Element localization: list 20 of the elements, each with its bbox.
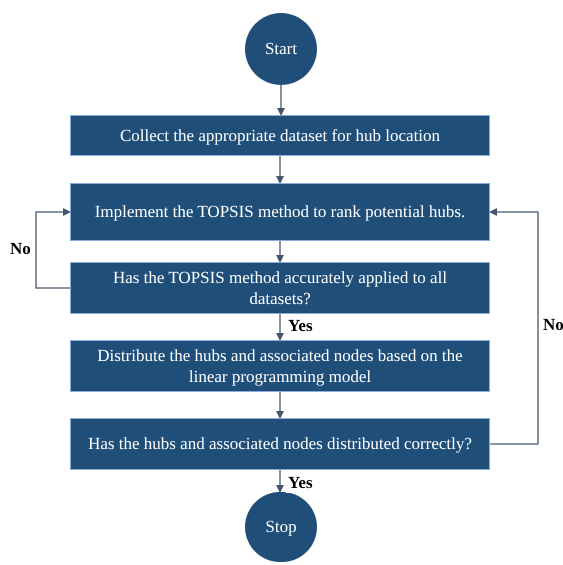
node-text: Collect the appropriate dataset for hub location — [120, 124, 440, 146]
arrow — [489, 208, 539, 445]
arrow — [276, 241, 284, 263]
process-box — [70, 340, 490, 392]
node-text: Start — [264, 38, 298, 60]
arrow — [276, 156, 284, 184]
arrow — [35, 208, 71, 289]
node-text: Distribute the hubs and associated nodes based on the linear programming model — [96, 344, 464, 388]
process-box — [70, 262, 490, 314]
arrow — [276, 314, 284, 341]
node-text: Has the TOPSIS method accurately applied to all datasets? — [112, 266, 448, 310]
arrow — [277, 85, 285, 116]
process-box — [70, 418, 490, 470]
node-text: Implement the TOPSIS method to rank potential hubs. — [94, 201, 466, 223]
process-box — [70, 183, 490, 241]
arrow — [276, 392, 284, 419]
process-box — [70, 115, 490, 156]
node-text: Has the hubs and associated nodes distributed correctly? — [88, 433, 472, 455]
arrow — [276, 470, 284, 493]
node-text: Stop — [265, 516, 297, 538]
